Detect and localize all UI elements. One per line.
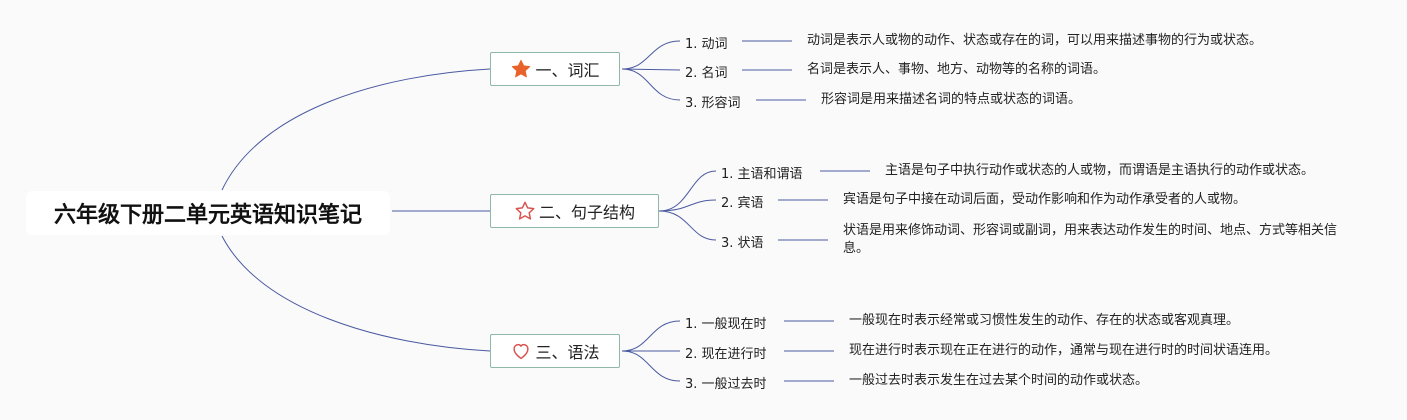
subtopic-desc: 一般现在时表示经常或习惯性发生的动作、存在的状态或客观真理。 (849, 313, 1240, 328)
subtopic-desc: 现在进行时表示现在正在进行的动作，通常与现在进行时的时间状语连用。 (849, 343, 1279, 358)
branch-grammar[interactable]: 三、语法 (490, 334, 620, 368)
link-b3-3 (621, 350, 681, 382)
subtopic-object[interactable]: 2. 宾语 (721, 196, 764, 211)
root-topic[interactable]: 六年级下册二单元英语知识笔记 (26, 191, 390, 235)
subtopic-desc: 动词是表示人或物的动作、状态或存在的词，可以用来描述事物的行为或状态。 (807, 33, 1263, 48)
subtopic-present-continuous[interactable]: 2. 现在进行时 (685, 347, 767, 362)
subtopic-subject-predicate[interactable]: 1. 主语和谓语 (721, 167, 803, 182)
branch-label: 一、词汇 (535, 61, 600, 80)
link-b1-2 (621, 68, 681, 71)
heart-outline-icon (510, 340, 532, 362)
branch-label: 三、语法 (535, 343, 600, 362)
root-title: 六年级下册二单元英语知识笔记 (53, 203, 362, 228)
branch-label: 二、句子结构 (538, 203, 635, 222)
subtopic-desc: 形容词是用来描述名词的特点或状态的词语。 (821, 92, 1082, 107)
link-b1-1 (621, 40, 681, 70)
subtopic-desc: 一般过去时表示发生在过去某个时间的动作或状态。 (849, 373, 1149, 388)
link-root-branch-3 (221, 235, 491, 352)
star-filled-icon (510, 58, 532, 80)
link-b2-3 (658, 210, 717, 241)
subtopic-desc: 状语是用来修饰动词、形容词或副词，用来表达动作发生的时间、地点、方式等相关信息。 (843, 223, 1338, 256)
subtopic-simple-past[interactable]: 3. 一般过去时 (685, 377, 767, 392)
subtopic-desc: 主语是句子中执行动作或状态的人或物，而谓语是主语执行的动作或状态。 (885, 163, 1315, 178)
subtopic-noun[interactable]: 2. 名词 (685, 66, 728, 81)
subtopic-adverbial[interactable]: 3. 状语 (721, 236, 764, 251)
subtopic-desc: 名词是表示人、事物、地方、动物等的名称的词语。 (807, 62, 1107, 77)
subtopic-desc: 宾语是句子中接在动词后面，受动作影响和作为动作承受者的人或物。 (843, 192, 1247, 207)
link-b2-1 (658, 170, 717, 212)
link-b1-3 (621, 68, 681, 101)
branch-sentence-structure[interactable]: 二、句子结构 (490, 194, 659, 228)
subtopic-verb[interactable]: 1. 动词 (685, 37, 728, 52)
subtopic-adjective[interactable]: 3. 形容词 (685, 96, 741, 111)
link-b2-2 (658, 199, 717, 212)
link-root-branch-1 (221, 68, 491, 191)
branch-vocabulary[interactable]: 一、词汇 (490, 52, 620, 86)
star-outline-icon (514, 200, 536, 222)
link-b3-1 (621, 320, 681, 352)
subtopic-simple-present[interactable]: 1. 一般现在时 (685, 317, 767, 332)
